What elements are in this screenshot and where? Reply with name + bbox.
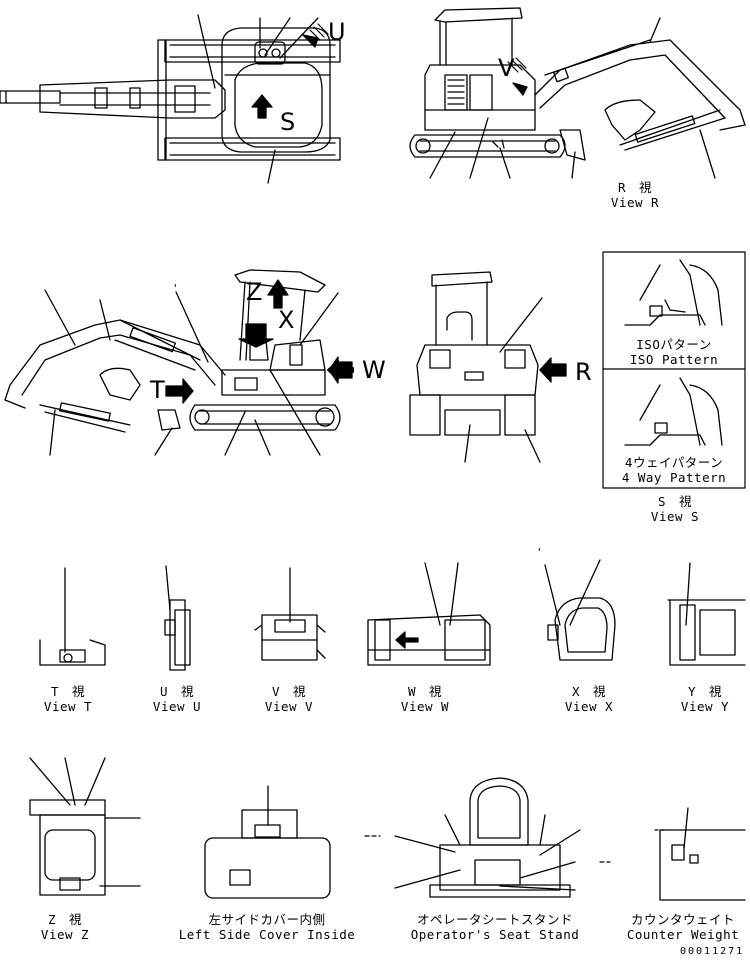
view-w-drawing <box>367 562 491 666</box>
view-letter-z: Z <box>246 278 263 306</box>
view-letter-r: R <box>575 358 592 386</box>
counter-weight-drawing <box>654 807 746 901</box>
view-letter-s: S <box>280 108 296 136</box>
drawing-number: 00011271 <box>680 946 745 957</box>
view-s-boxes <box>602 251 746 489</box>
view-letter-v: V <box>498 54 515 82</box>
view-letter-t: T <box>150 376 165 404</box>
view-t-drawing <box>39 567 106 666</box>
view-y-drawing <box>667 562 746 666</box>
left-side-drawing <box>4 269 354 456</box>
view-r-drawing <box>409 7 746 179</box>
top-view-drawing <box>0 14 341 184</box>
rear-view-drawing <box>409 271 567 463</box>
operator-seat-drawing <box>364 777 611 898</box>
view-v-drawing <box>254 567 326 661</box>
view-x-drawing <box>544 559 616 661</box>
left-cover-drawing <box>204 785 331 899</box>
view-letter-x: X <box>278 306 295 334</box>
tick-mark: ' <box>172 282 179 295</box>
tick-mark-2: ' <box>536 546 543 559</box>
view-u-drawing <box>164 565 191 671</box>
view-letter-w: W <box>362 356 386 384</box>
view-letter-u: U <box>328 18 346 46</box>
view-z-drawing <box>29 757 141 896</box>
